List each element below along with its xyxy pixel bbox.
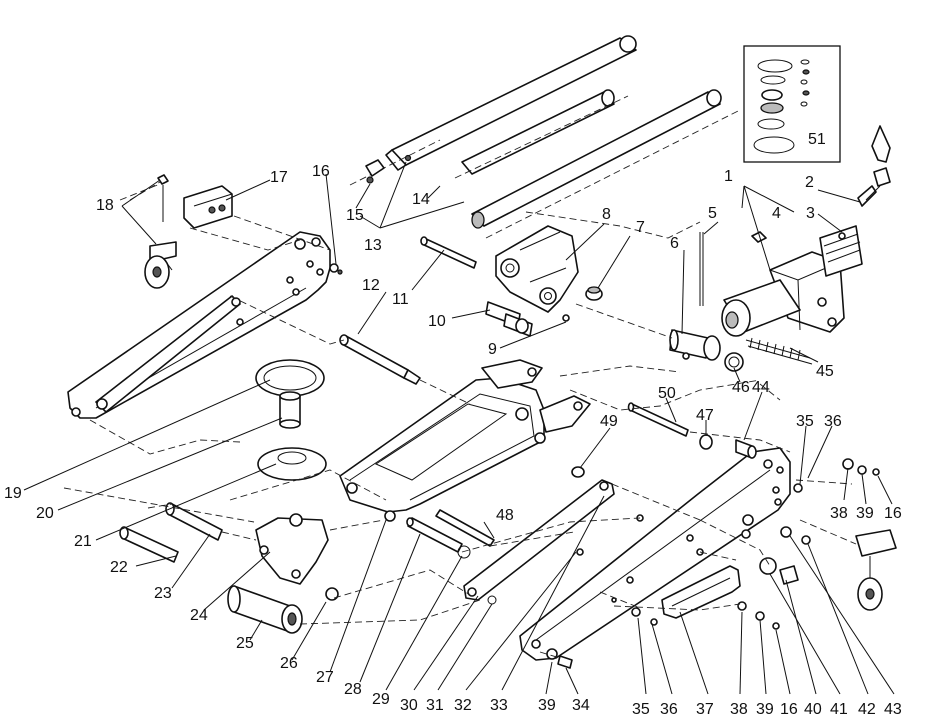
small-hardware (329, 263, 880, 669)
label-38-b: 38 (830, 505, 848, 522)
label-8: 8 (602, 206, 611, 223)
label-16: 16 (312, 163, 330, 180)
label-36-b: 36 (824, 413, 842, 430)
label-42: 42 (858, 701, 876, 718)
label-41: 41 (830, 701, 848, 718)
label-29: 29 (372, 691, 390, 708)
leader-lines (23, 161, 895, 695)
label-47: 47 (696, 407, 714, 424)
label-46: 46 (732, 379, 750, 396)
label-11: 11 (392, 291, 409, 308)
label-18: 18 (96, 197, 114, 214)
link-rods (406, 509, 497, 605)
label-48: 48 (496, 507, 514, 524)
label-9: 9 (488, 341, 497, 358)
label-15: 15 (346, 207, 364, 224)
label-2: 2 (805, 174, 814, 191)
label-1: 1 (724, 168, 733, 185)
assembly-lines (63, 181, 857, 659)
part-4-nut (751, 231, 767, 243)
handle-socket (661, 565, 741, 619)
label-14: 14 (412, 191, 430, 208)
label-34: 34 (572, 697, 590, 714)
rear-axle (627, 402, 757, 459)
label-51: 51 (808, 131, 826, 148)
part-15-fitting (365, 159, 385, 184)
label-49: 49 (600, 413, 618, 430)
label-35-b: 35 (796, 413, 814, 430)
label-21: 21 (74, 533, 92, 550)
label-16-c: 16 (884, 505, 902, 522)
label-10: 10 (428, 313, 446, 330)
label-17: 17 (270, 169, 288, 186)
label-22: 22 (110, 559, 128, 576)
power-unit (721, 225, 863, 337)
label-25: 25 (236, 635, 254, 652)
label-43: 43 (884, 701, 902, 718)
seal-kit-box (743, 45, 841, 163)
valve-block (495, 225, 579, 313)
release-valve (838, 125, 891, 240)
label-30: 30 (400, 697, 418, 714)
label-31: 31 (426, 697, 444, 714)
rods (339, 236, 477, 385)
label-50: 50 (658, 385, 676, 402)
label-33: 33 (490, 697, 508, 714)
label-19: 19 (4, 485, 22, 502)
label-40: 40 (804, 701, 822, 718)
label-26: 26 (280, 655, 298, 672)
label-38: 38 (730, 701, 748, 718)
label-16-b: 16 (780, 701, 798, 718)
label-12: 12 (362, 277, 380, 294)
valve-rollers (485, 301, 570, 337)
label-39-c: 39 (538, 697, 556, 714)
rear-caster (855, 529, 897, 611)
label-44: 44 (752, 379, 770, 396)
saddle-parts (255, 359, 327, 481)
label-7: 7 (636, 219, 645, 236)
callout-labels: 1 2 3 4 5 6 7 8 9 10 11 12 13 14 15 16 1… (4, 131, 902, 718)
label-37: 37 (696, 701, 714, 718)
label-45: 45 (816, 363, 834, 380)
label-5: 5 (708, 205, 717, 222)
left-side-frame (67, 231, 331, 419)
label-36: 36 (660, 701, 678, 718)
front-axle (119, 502, 339, 634)
label-4: 4 (772, 205, 781, 222)
label-32: 32 (454, 697, 472, 714)
pump-piston (669, 232, 744, 372)
label-6: 6 (670, 235, 679, 252)
label-35: 35 (632, 701, 650, 718)
spring (745, 337, 813, 365)
label-39-b: 39 (856, 505, 874, 522)
label-28: 28 (344, 681, 362, 698)
lift-arm (339, 359, 591, 522)
label-39: 39 (756, 701, 774, 718)
label-20: 20 (36, 505, 54, 522)
label-23: 23 (154, 585, 172, 602)
right-side-frame (519, 447, 791, 661)
caster-bracket (144, 174, 233, 289)
label-13: 13 (364, 237, 382, 254)
label-24: 24 (190, 607, 208, 624)
link-arm (463, 466, 615, 601)
part-7-knob (585, 286, 603, 301)
handle-tubes (349, 35, 741, 239)
label-3: 3 (806, 205, 815, 222)
label-27: 27 (316, 669, 334, 686)
